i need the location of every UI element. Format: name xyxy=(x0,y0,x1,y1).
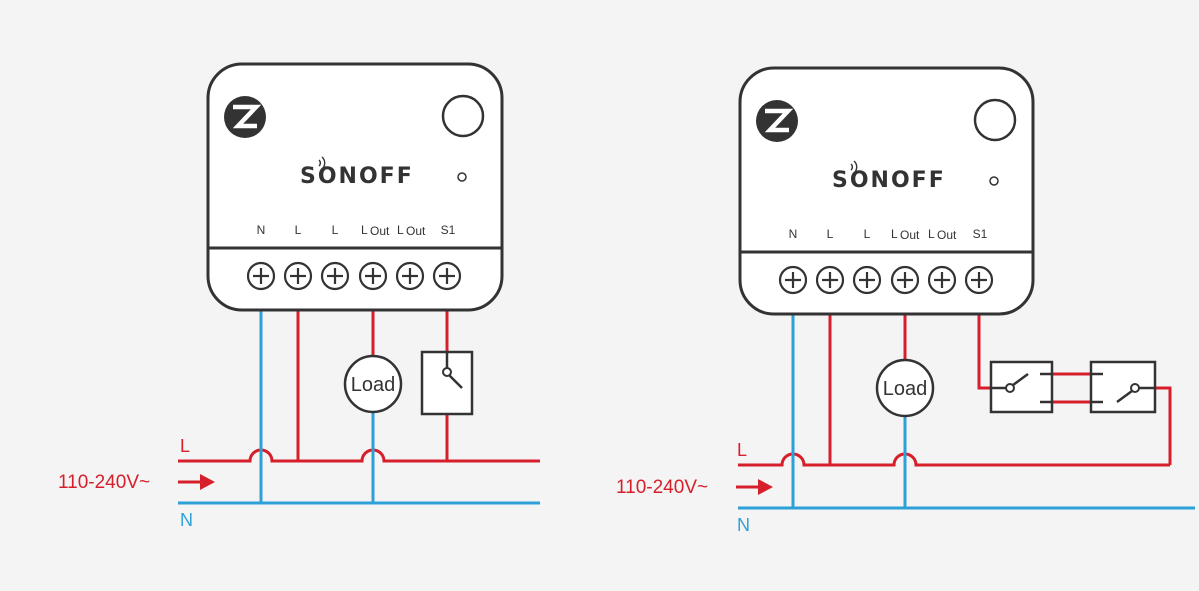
wifi-signal-icon xyxy=(318,156,326,170)
terminal-sub-out2: Out xyxy=(937,228,957,242)
terminal-screw xyxy=(964,265,994,295)
terminal-sub-out1: Out xyxy=(900,228,920,242)
supply-voltage-label: 110-240V~ xyxy=(58,472,150,493)
wires-left xyxy=(178,308,540,505)
load-label: Load xyxy=(351,374,396,396)
switch-icon xyxy=(1089,360,1157,414)
brand-logo: SONOFF xyxy=(300,164,414,189)
led-indicator-icon xyxy=(457,172,467,182)
diagram-two-way-switch: SONOFF N L L L Out L Out S1 xyxy=(616,66,1195,535)
terminal-label-l2: L xyxy=(332,223,339,237)
pair-button xyxy=(973,98,1017,142)
terminal-label-lout2: L xyxy=(397,223,404,237)
line-label: L xyxy=(180,436,190,456)
terminal-sub-out2: Out xyxy=(406,224,426,238)
neutral-label: N xyxy=(180,510,193,530)
arrow-right-icon xyxy=(178,474,215,490)
wifi-signal-icon xyxy=(850,160,858,174)
terminal-sub-out1: Out xyxy=(370,224,390,238)
terminal-screw xyxy=(358,261,388,291)
pair-button xyxy=(441,94,485,138)
terminal-label-lout2: L xyxy=(928,227,935,241)
line-label: L xyxy=(737,440,747,460)
supply-voltage-label: 110-240V~ xyxy=(616,477,708,498)
terminal-screw xyxy=(320,261,350,291)
terminal-label-n: N xyxy=(789,227,798,241)
arrow-right-icon xyxy=(736,479,773,495)
load-label: Load xyxy=(883,378,928,400)
sonoff-device: SONOFF N L L L Out L Out S1 xyxy=(206,62,504,312)
terminal-screw xyxy=(890,265,920,295)
terminal-label-s1: S1 xyxy=(441,223,456,237)
load: Load xyxy=(343,354,403,414)
led-indicator-icon xyxy=(989,176,999,186)
terminal-label-l: L xyxy=(295,223,302,237)
load: Load xyxy=(875,358,935,418)
switch-icon xyxy=(989,360,1054,414)
terminal-label-lout1: L xyxy=(361,223,368,237)
terminal-screw xyxy=(927,265,957,295)
switch-icon xyxy=(420,350,474,416)
terminal-label-l: L xyxy=(827,227,834,241)
terminal-label-lout1: L xyxy=(891,227,898,241)
terminal-label-s1: S1 xyxy=(973,227,988,241)
wires-right xyxy=(738,315,1195,510)
terminal-labels: N L L L Out L Out S1 xyxy=(257,223,456,238)
terminal-label-n: N xyxy=(257,223,266,237)
zigbee-logo-icon xyxy=(224,96,266,138)
terminal-screws xyxy=(246,261,462,291)
terminal-screw xyxy=(432,261,462,291)
terminal-screw xyxy=(852,265,882,295)
terminal-screw xyxy=(778,265,808,295)
terminal-labels: N L L L Out L Out S1 xyxy=(789,227,988,242)
terminal-screw xyxy=(395,261,425,291)
terminal-screw xyxy=(815,265,845,295)
terminal-screw xyxy=(283,261,313,291)
zigbee-logo-icon xyxy=(756,100,798,142)
brand-logo: SONOFF xyxy=(832,168,946,193)
neutral-label: N xyxy=(737,515,750,535)
sonoff-device: SONOFF N L L L Out L Out S1 xyxy=(738,66,1035,316)
terminal-label-l2: L xyxy=(864,227,871,241)
terminal-screws xyxy=(778,265,994,295)
diagram-single-switch: SONOFF N L L L Out L Out S1 xyxy=(58,62,540,530)
terminal-screw xyxy=(246,261,276,291)
